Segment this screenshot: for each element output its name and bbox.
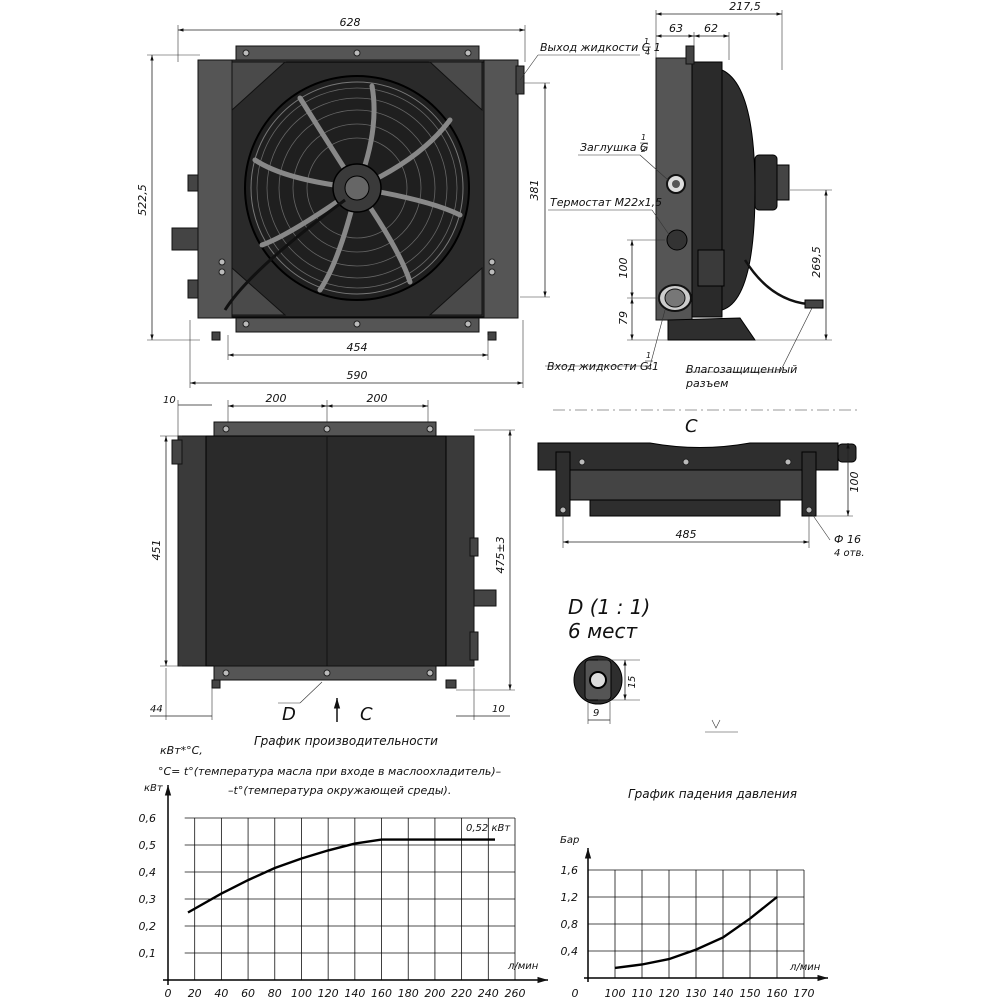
perf-y-tick-label: 0,2 — [139, 920, 157, 933]
label-view-c-arrow: C — [360, 704, 373, 725]
perf-x-tick-label: 220 — [451, 987, 472, 1000]
pressure-chart: График падения давления Бар л/мин 0 100 11… — [560, 787, 828, 1000]
pressure-chart-xlabel: л/мин — [789, 962, 821, 973]
detail-subtitle: 6 мест — [568, 619, 638, 643]
pres-y-tick-label: 0,4 — [561, 945, 579, 958]
perf-chart-title: График производительности — [254, 734, 438, 748]
dim-back-right: 475±3 — [494, 536, 507, 573]
inlet-frac-num: 1 — [646, 351, 651, 360]
perf-chart-note-1: °С= t°(температура масла при входе в мас… — [158, 765, 502, 778]
perf-chart-grid — [163, 785, 548, 985]
pres-x-tick-label: 140 — [713, 987, 734, 1000]
outlet-frac-num: 1 — [644, 37, 649, 46]
pres-x-tick-label: 160 — [767, 987, 788, 1000]
pressure-chart-series-line — [614, 896, 778, 970]
perf-x-tick-label: 80 — [268, 987, 282, 1000]
pres-y-tick-label: 0,8 — [561, 918, 579, 931]
dim-back-bottom-right: 10 — [492, 704, 505, 715]
pres-x-tick-label: 120 — [659, 987, 680, 1000]
pres-x-tick-label: 100 — [605, 987, 626, 1000]
label-plug: Заглушка G — [580, 141, 649, 154]
dim-front-bottom-inner: 454 — [347, 341, 368, 354]
performance-chart: График производительности кВт*°С, °С= t°… — [139, 734, 548, 1000]
label-thermostat: Термостат M22x1,5 — [550, 196, 662, 209]
dim-back-left: 10 — [163, 395, 176, 406]
pres-y-tick-label: 1,2 — [561, 891, 579, 904]
top-view-c: C 485 100 Ф 16 4 отв. — [537, 409, 865, 559]
pres-x-tick-label: 0 — [572, 987, 579, 1000]
side-view: 217,5 63 62 269,5 100 — [519, 0, 832, 390]
perf-x-tick-label: 0 — [165, 987, 172, 1000]
perf-y-tick-label: 0,4 — [139, 866, 157, 879]
perf-y-tick-label: 0,3 — [139, 893, 157, 906]
perf-x-tick-label: 40 — [214, 987, 228, 1000]
perf-chart-series-line — [187, 838, 495, 914]
dim-side-b: 62 — [704, 22, 718, 35]
dim-side-h1: 100 — [617, 258, 630, 279]
dim-side-h3: 269,5 — [810, 246, 823, 278]
perf-y-tick-label: 0,6 — [139, 812, 157, 825]
dim-back-top-b: 200 — [367, 392, 388, 405]
perf-x-tick-label: 160 — [371, 987, 392, 1000]
label-outlet: Выход жидкости G 1 — [540, 41, 661, 54]
pres-x-tick-label: 110 — [632, 987, 653, 1000]
perf-x-tick-label: 140 — [344, 987, 365, 1000]
detail-title: D (1 : 1) — [568, 595, 650, 619]
dim-detail-w: 9 — [593, 708, 599, 719]
perf-x-tick-label: 20 — [188, 987, 202, 1000]
detail-d: D (1 : 1) 6 мест 15 9 — [568, 595, 738, 733]
dim-side-a: 63 — [669, 22, 683, 35]
pres-x-tick-label: 130 — [686, 987, 707, 1000]
dim-hole-count: 4 отв. — [834, 548, 865, 559]
dim-front-width: 628 — [340, 16, 361, 29]
pres-x-tick-label: 150 — [740, 987, 761, 1000]
pressure-chart-title: График падения давления — [628, 787, 797, 801]
perf-x-tick-label: 180 — [398, 987, 419, 1000]
label-inlet: Вход жидкости G 1 — [547, 360, 659, 373]
dim-detail-h: 15 — [627, 676, 638, 689]
plug-frac-den: 2 — [641, 145, 646, 154]
dim-top-width: 485 — [676, 528, 697, 541]
front-view: 628 522,5 381 — [136, 16, 550, 388]
pres-x-tick-label: 170 — [794, 987, 815, 1000]
perf-chart-ticks: 0 20 40 60 80 100 120 140 160 180 200 220 240 260 0,1 0… — [139, 812, 526, 1000]
dim-back-top-a: 200 — [266, 392, 287, 405]
label-view-d: D — [282, 704, 296, 725]
perf-x-tick-label: 60 — [241, 987, 255, 1000]
perf-chart-unit: кВт*°С, — [160, 744, 203, 757]
perf-y-tick-label: 0,1 — [139, 947, 157, 960]
label-connector-1: Влагозащищенный — [686, 363, 797, 376]
dim-front-bottom-outer: 590 — [347, 369, 368, 382]
back-view: 10 200 200 451 475±3 4 — [150, 392, 515, 725]
dim-top-height: 100 — [848, 472, 861, 493]
perf-x-tick-label: 120 — [318, 987, 339, 1000]
dim-side-h2: 79 — [617, 311, 630, 325]
perf-x-tick-label: 100 — [291, 987, 312, 1000]
perf-chart-ylabel: кВт — [144, 783, 164, 794]
label-view-c-top: C — [685, 416, 698, 437]
perf-y-tick-label: 0,5 — [139, 839, 157, 852]
dim-side-total: 217,5 — [729, 0, 761, 13]
perf-chart-note-2: –t°(температура окружающей среды). — [228, 784, 451, 797]
perf-x-tick-label: 240 — [478, 987, 499, 1000]
plug-frac-num: 1 — [641, 133, 646, 142]
dim-front-height: 522,5 — [136, 184, 149, 216]
label-connector-2: разъем — [685, 377, 728, 390]
pressure-chart-ticks: 0 100 110 120 130 140 150 160 170 0,4 0,8 1,2 1,6 — [561, 864, 815, 1000]
pres-y-tick-label: 1,6 — [561, 864, 579, 877]
outlet-frac-den: 4 — [645, 48, 650, 57]
dim-back-height: 451 — [150, 540, 163, 561]
perf-chart-xlabel: л/мин — [507, 961, 539, 972]
inlet-frac-den: 4 — [647, 363, 652, 372]
perf-x-tick-label: 200 — [424, 987, 445, 1000]
dim-front-inner-height: 381 — [528, 180, 541, 201]
pressure-chart-ylabel: Бар — [560, 835, 579, 846]
dim-hole-dia: Ф 16 — [834, 533, 861, 546]
dim-back-bottom-left: 44 — [150, 704, 163, 715]
perf-x-tick-label: 260 — [505, 987, 526, 1000]
